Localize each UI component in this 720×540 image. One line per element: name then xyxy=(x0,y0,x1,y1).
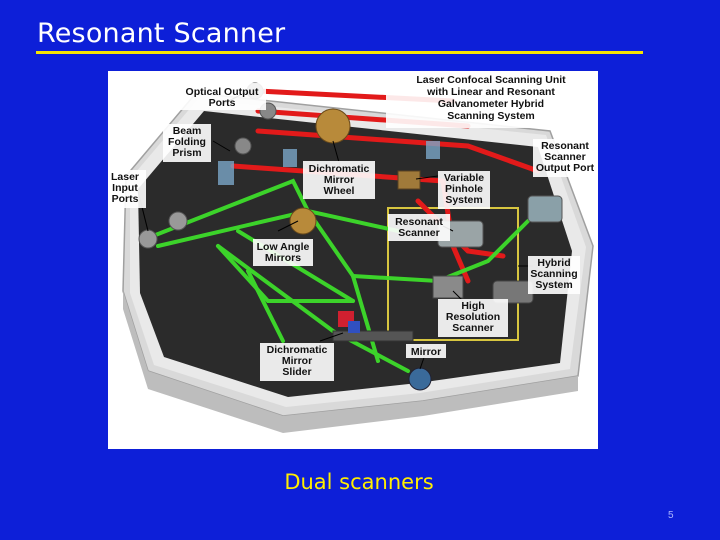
low-angle-mirror-disc xyxy=(289,207,317,235)
green-beam-8 xyxy=(246,269,285,343)
high-res-scanner xyxy=(432,275,464,299)
slider-rail xyxy=(332,330,414,342)
red-beam-6 xyxy=(450,243,471,284)
pinhole-block xyxy=(397,170,421,190)
slide-caption: Dual scanners xyxy=(284,470,434,494)
callout-line-slider xyxy=(319,332,344,342)
beam-folding-prism xyxy=(218,161,234,185)
green-beam-7 xyxy=(351,219,530,284)
label-mirror: Mirror xyxy=(411,346,441,358)
title-underline xyxy=(36,51,643,54)
prism-3 xyxy=(426,141,440,159)
mirror-wheel xyxy=(315,108,351,144)
prism-2 xyxy=(283,149,297,167)
slide-number: 5 xyxy=(668,510,674,521)
mirror-block-2 xyxy=(348,321,360,333)
callout-line-pinhole xyxy=(415,175,439,180)
output-port-right xyxy=(527,195,563,223)
callout-line-lowangle xyxy=(277,220,299,232)
slide-title: Resonant Scanner xyxy=(37,18,286,49)
input-port-2 xyxy=(168,211,188,231)
green-beam-1 xyxy=(151,178,310,238)
callout-line-prism xyxy=(212,140,231,152)
green-beam-5 xyxy=(216,244,355,303)
input-port-1 xyxy=(138,229,158,249)
housing-front-wall xyxy=(123,291,578,433)
output-port-3 xyxy=(234,137,252,155)
front-mirror xyxy=(408,367,432,391)
